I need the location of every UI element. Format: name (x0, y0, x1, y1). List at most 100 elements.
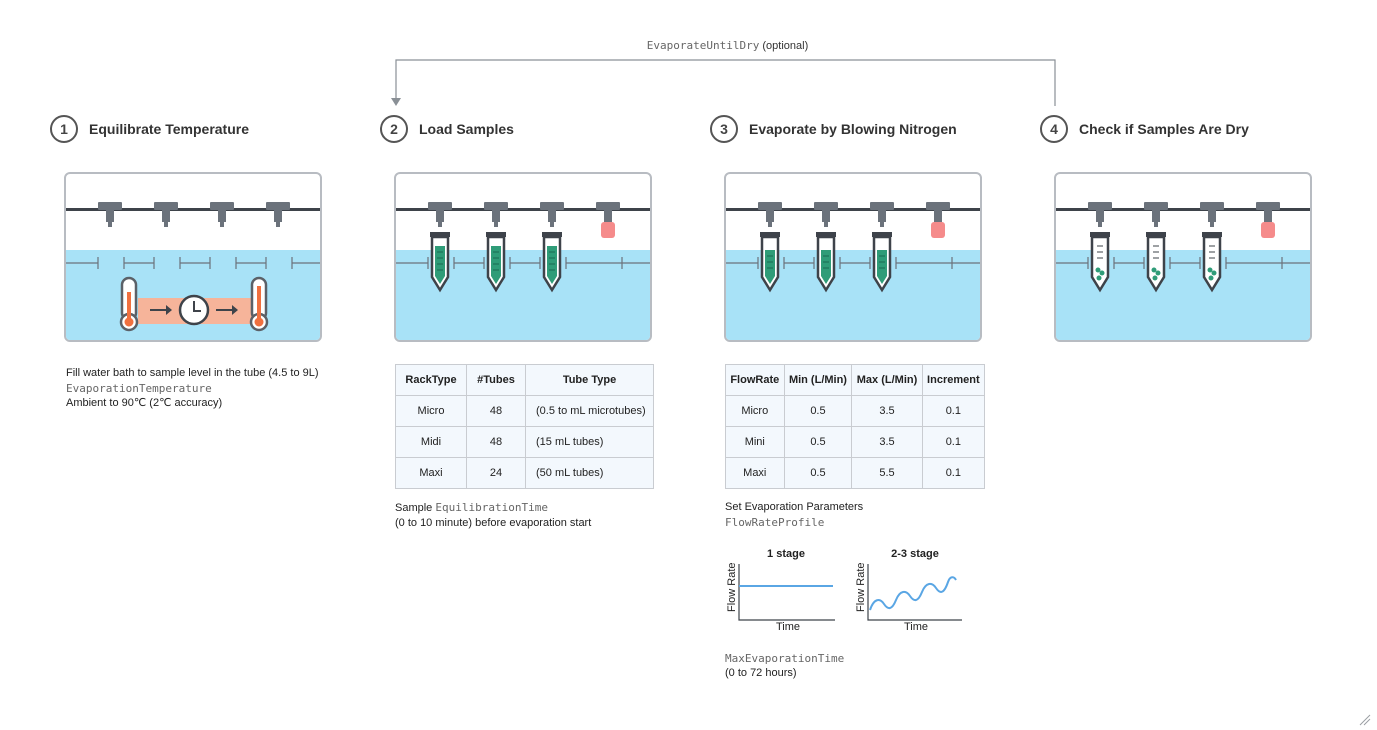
column-header: RackType (395, 364, 467, 396)
water-bath-panel-1 (64, 172, 322, 342)
sample-tube-icon (486, 232, 506, 293)
step-title: Load Samples (419, 121, 514, 137)
table-row: Mini 0.5 3.5 0.1 (725, 426, 986, 458)
note-prefix: Sample (395, 502, 433, 514)
table-row: Midi 48 (15 mL tubes) (395, 426, 654, 458)
parameter-name: EquilibrationTime (435, 501, 548, 514)
flow-rate-table: FlowRate Min (L/Min) Max (L/Min) Increme… (725, 364, 986, 489)
step-number: 3 (710, 115, 738, 143)
step-3-note: Set Evaporation Parameters FlowRateProfi… (725, 500, 863, 530)
water-bath-panel-3 (724, 172, 982, 342)
table-cell: (50 mL tubes) (525, 457, 654, 489)
profile-chart-1-stage (738, 564, 835, 621)
flow-line (869, 576, 957, 611)
y-axis-label: Flow Rate (726, 562, 738, 612)
step-number: 1 (50, 115, 78, 143)
step-3-header: 3 Evaporate by Blowing Nitrogen (710, 115, 957, 143)
table-cell: Maxi (395, 457, 467, 489)
step-title: Check if Samples Are Dry (1079, 121, 1249, 137)
note-line: Fill water bath to sample level in the t… (66, 367, 319, 379)
note-line: (0 to 72 hours) (725, 667, 797, 679)
table-cell: Micro (725, 395, 785, 427)
loop-label: EvaporateUntilDry (optional) (0, 39, 1377, 52)
step-number: 2 (380, 115, 408, 143)
loop-function-name: EvaporateUntilDry (646, 39, 760, 52)
step-2-header: 2 Load Samples (380, 115, 514, 143)
plug-icon (601, 222, 615, 238)
dry-tube-icon (1146, 232, 1166, 293)
nitrogen-nozzle-icon (758, 202, 950, 227)
resize-grip-icon[interactable] (1359, 714, 1371, 726)
arrow-right-icon (150, 305, 238, 315)
step-number: 4 (1040, 115, 1068, 143)
table-cell: 48 (466, 426, 526, 458)
table-row: Micro 0.5 3.5 0.1 (725, 395, 986, 427)
table-cell: Micro (395, 395, 467, 427)
column-header: Max (L/Min) (851, 364, 923, 396)
table-cell: Mini (725, 426, 785, 458)
parameter-name: MaxEvaporationTime (725, 652, 845, 665)
column-header: FlowRate (725, 364, 785, 396)
dry-tube-icon (1090, 232, 1110, 293)
table-cell: 3.5 (851, 395, 923, 427)
table-header-row: FlowRate Min (L/Min) Max (L/Min) Increme… (725, 364, 986, 396)
column-header: #Tubes (466, 364, 526, 396)
table-header-row: RackType #Tubes Tube Type (395, 364, 654, 396)
note-line: Set Evaporation Parameters (725, 501, 864, 513)
dry-tube-icon (1202, 232, 1222, 293)
sample-tube-icon (542, 232, 562, 293)
nozzle-icon (428, 202, 620, 227)
step-3-note-2: MaxEvaporationTime (0 to 72 hours) (725, 651, 844, 681)
table-cell: 3.5 (851, 426, 923, 458)
profile-chart-title: 2-3 stage (891, 548, 939, 560)
table-cell: 48 (466, 395, 526, 427)
plug-icon (1261, 222, 1275, 238)
clock-icon (178, 294, 210, 326)
table-cell: 0.5 (783, 426, 853, 458)
table-row: Micro 48 (0.5 to mL microtubes) (395, 395, 654, 427)
profile-chart-title: 1 stage (767, 548, 805, 560)
step-2-note: Sample EquilibrationTime (0 to 10 minute… (395, 500, 591, 531)
table-cell: 0.1 (921, 395, 986, 427)
table-cell: 0.5 (783, 395, 853, 427)
sample-tube-icon (872, 232, 892, 293)
table-cell: (0.5 to mL microtubes) (525, 395, 654, 427)
sample-tube-icon (430, 232, 450, 293)
table-cell: 0.1 (921, 426, 986, 458)
water-bath-panel-4 (1054, 172, 1312, 342)
loop-connector (391, 59, 1056, 106)
table-cell: 0.1 (921, 457, 986, 489)
step-4-header: 4 Check if Samples Are Dry (1040, 115, 1249, 143)
table-cell: (15 mL tubes) (525, 426, 654, 458)
step-title: Evaporate by Blowing Nitrogen (749, 121, 957, 137)
column-header: Min (L/Min) (783, 364, 853, 396)
x-axis-label: Time (776, 621, 801, 633)
table-cell: 24 (466, 457, 526, 489)
table-cell: 0.5 (783, 457, 853, 489)
table-cell: Maxi (725, 457, 785, 489)
step-1-header: 1 Equilibrate Temperature (50, 115, 250, 143)
loop-optional-label: (optional) (762, 40, 809, 52)
table-row: Maxi 0.5 5.5 0.1 (725, 457, 986, 489)
column-header: Increment (921, 364, 986, 396)
thermometer-icon (119, 276, 139, 332)
thermometer-icon (249, 276, 269, 332)
note-line: Ambient to 90℃ (2℃ accuracy) (66, 397, 223, 409)
plug-icon (931, 222, 945, 238)
water-bath-panel-2 (394, 172, 652, 342)
table-row: Maxi 24 (50 mL tubes) (395, 457, 654, 489)
x-axis-label: Time (904, 621, 929, 633)
parameter-name: EvaporationTemperature (66, 382, 212, 395)
step-1-note: Fill water bath to sample level in the t… (66, 366, 319, 411)
step-title: Equilibrate Temperature (89, 121, 250, 137)
note-line: (0 to 10 minute) before evaporation star… (395, 517, 592, 529)
rack-holder-marks (66, 257, 320, 269)
parameter-name: FlowRateProfile (725, 516, 825, 529)
sample-tube-icon (760, 232, 780, 293)
nozzle-icon (1088, 202, 1280, 227)
table-cell: Midi (395, 426, 467, 458)
table-cell: 5.5 (851, 457, 923, 489)
rack-type-table: RackType #Tubes Tube Type Micro 48 (0.5 … (395, 364, 654, 489)
y-axis-label: Flow Rate (855, 562, 867, 612)
column-header: Tube Type (525, 364, 654, 396)
